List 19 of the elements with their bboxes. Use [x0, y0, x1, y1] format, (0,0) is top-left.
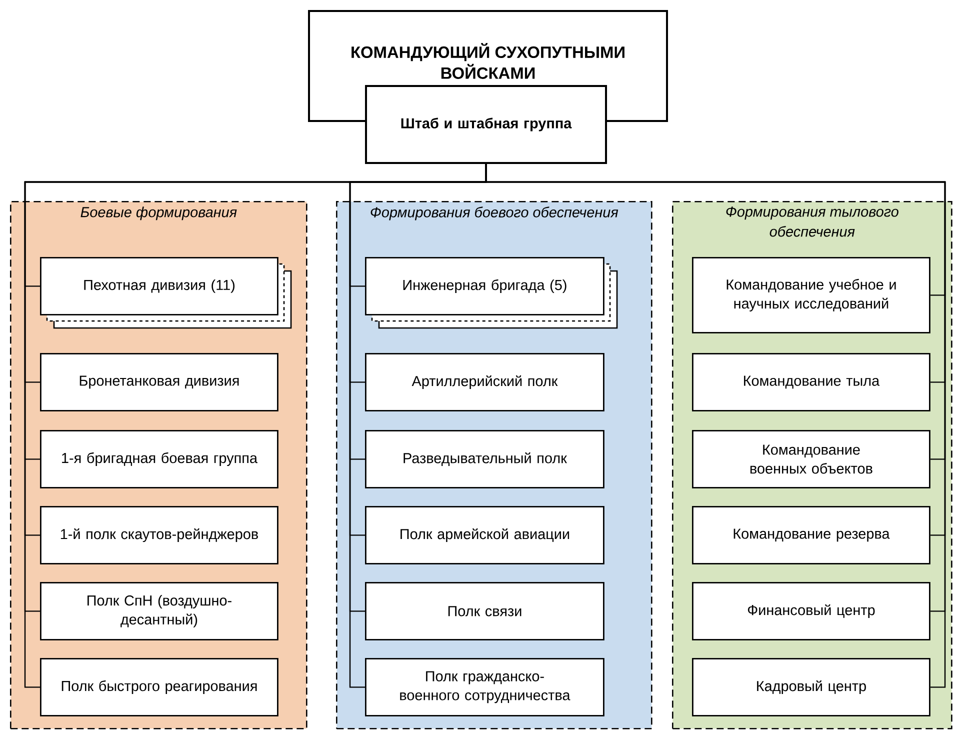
staff-box: Штаб и штабная группа: [365, 85, 607, 164]
unit-box: Командование тыла: [692, 353, 930, 412]
unit-box: 1-й полк скаутов-рейнджеров: [40, 506, 278, 564]
unit-box: Полк СпН (воздушно-десантный): [40, 582, 278, 640]
unit-box: Полк связи: [365, 582, 604, 640]
unit-box: 1-я бригадная боевая группа: [40, 430, 278, 488]
stacked-box: Инженерная бригада (5): [365, 257, 618, 329]
unit-box: Полк армейской авиации: [365, 506, 604, 564]
unit-box: Командование учебное и научных исследований: [692, 257, 930, 334]
unit-box: Полк быстрого реагирования: [40, 658, 278, 716]
unit-box: Полк гражданско-военного сотрудничества: [365, 658, 604, 716]
unit-box: Командование военных объектов: [692, 430, 930, 488]
unit-box: Финансовый центр: [692, 582, 930, 640]
unit-box: Артиллерийский полк: [365, 353, 604, 412]
unit-box: Кадровый центр: [692, 658, 930, 716]
unit-box: Разведывательный полк: [365, 430, 604, 488]
unit-box: Командование резерва: [692, 506, 930, 564]
stacked-box: Пехотная дивизия (11): [40, 257, 292, 329]
unit-box: Бронетанковая дивизия: [40, 353, 278, 412]
